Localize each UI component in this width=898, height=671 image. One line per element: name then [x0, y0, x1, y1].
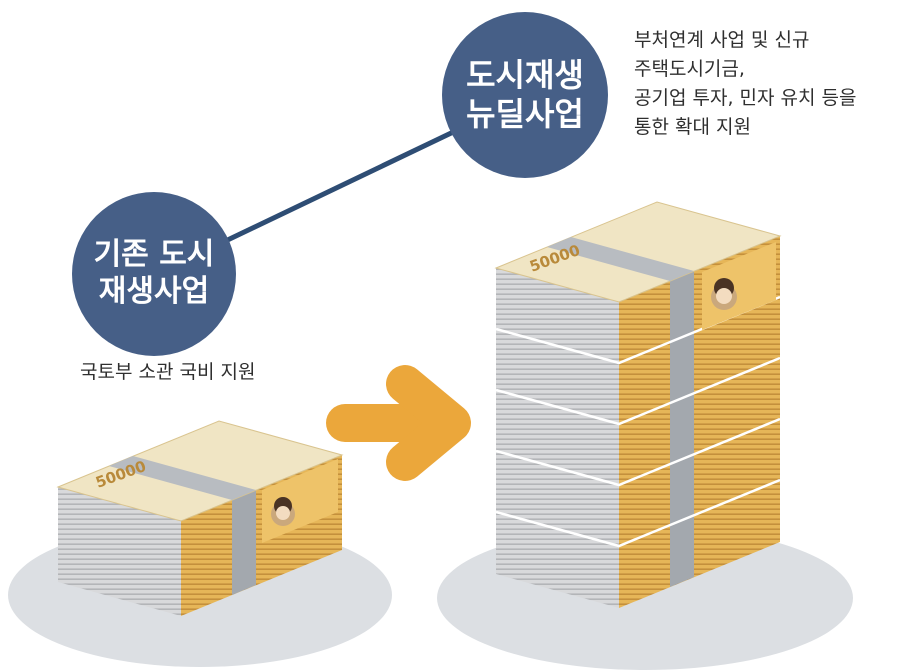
old-program-badge: 기존 도시 재생사업	[72, 192, 236, 356]
new-program-title-line-1: 도시재생	[466, 55, 584, 94]
new-program-desc-line-1: 부처연계 사업 및 신규	[634, 29, 810, 51]
banknote-stack-large: 50000	[494, 201, 782, 608]
old-program-title-line-2: 재생사업	[98, 274, 210, 309]
new-program-description: 부처연계 사업 및 신규 주택도시기금, 공기업 투자, 민자 유치 등을 통한…	[634, 26, 856, 142]
old-program-description: 국토부 소관 국비 지원	[80, 358, 255, 387]
old-program-title-line-1: 기존 도시	[93, 237, 215, 273]
old-program-desc-line-1: 국토부 소관 국비 지원	[80, 361, 256, 383]
connector-line	[213, 121, 472, 249]
portrait-icon	[702, 242, 776, 330]
old-program-circle-bg	[72, 192, 236, 356]
new-program-title-line-2: 뉴딜사업	[466, 95, 584, 133]
arrow-right-icon	[326, 365, 471, 481]
new-program-desc-line-2: 주택도시기금,	[634, 58, 745, 80]
new-program-circle-bg	[442, 12, 608, 178]
banknote-stack-small: 50000	[56, 420, 344, 616]
new-program-desc-line-4: 통한 확대 지원	[634, 116, 751, 138]
new-program-desc-line-3: 공기업 투자, 민자 유치 등을	[634, 87, 857, 109]
new-program-badge: 도시재생 뉴딜사업	[442, 12, 608, 178]
portrait-icon	[262, 459, 338, 543]
